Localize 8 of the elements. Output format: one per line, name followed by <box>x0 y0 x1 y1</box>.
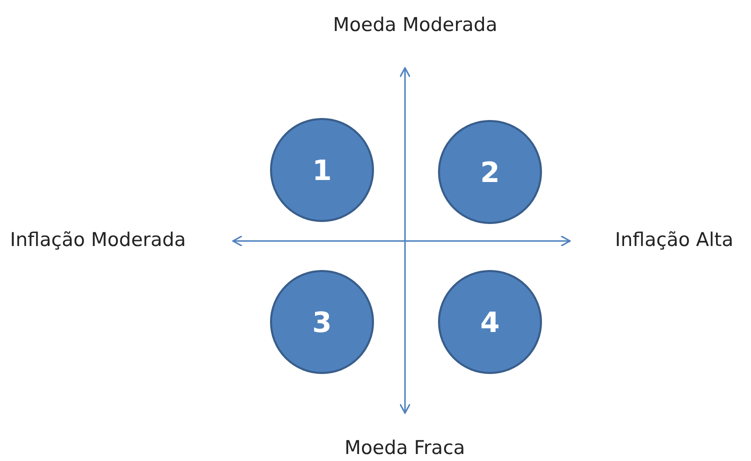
quadrant-number: 2 <box>480 156 500 188</box>
axis-label: Inflação Alta <box>615 229 734 251</box>
axis-label: Inflação Moderada <box>10 229 186 251</box>
quadrant-number: 3 <box>312 306 332 338</box>
axis-label: Moeda Moderada <box>333 14 498 36</box>
quadrant-number: 4 <box>480 306 500 338</box>
axis-label: Moeda Fraca <box>344 437 466 459</box>
quadrant-number: 1 <box>312 154 332 186</box>
